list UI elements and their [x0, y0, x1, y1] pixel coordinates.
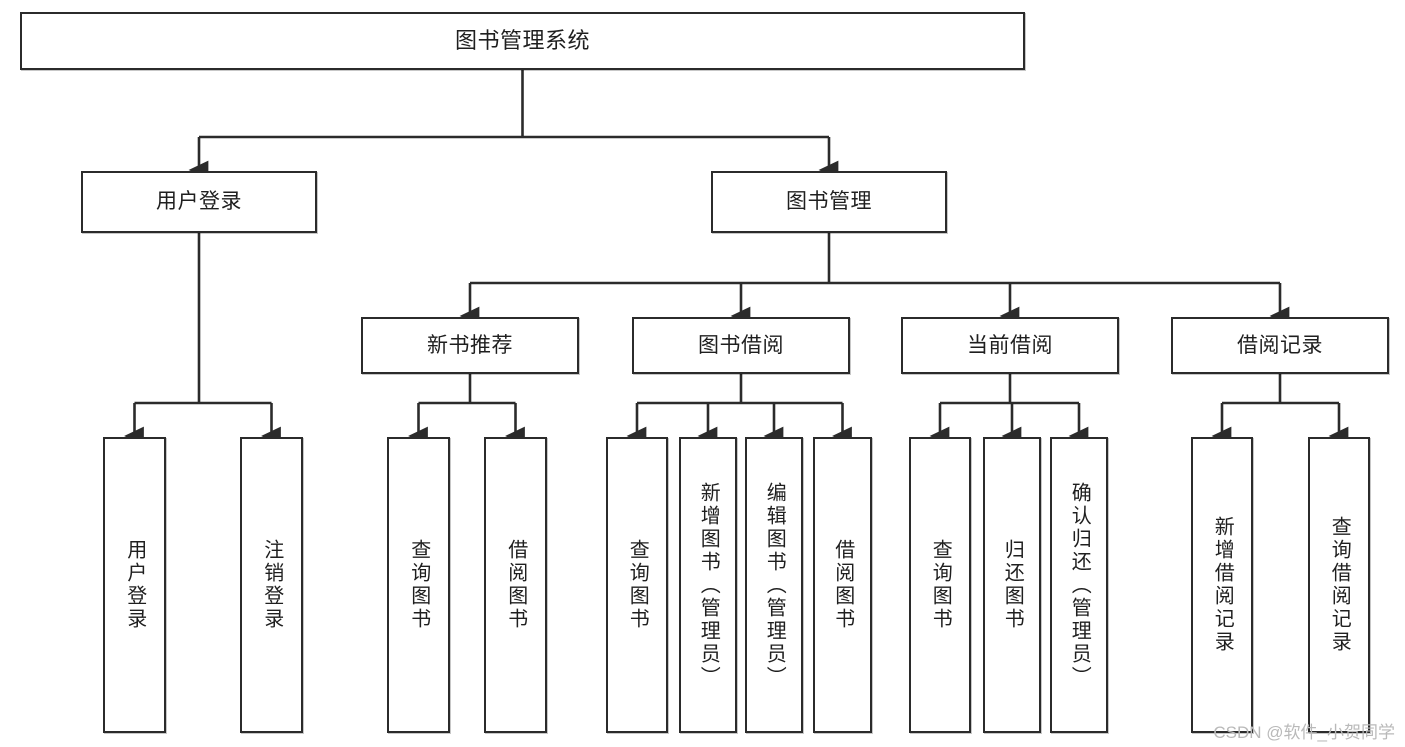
- node-label-leaf-query-book-2: 查询图书: [626, 539, 649, 631]
- node-book-borrow[interactable]: 图书借阅: [632, 317, 850, 374]
- node-label-leaf-query-record: 查询借阅记录: [1328, 516, 1351, 654]
- node-user-login[interactable]: 用户登录: [81, 171, 317, 233]
- node-leaf-add-book[interactable]: 新增图书（管理员）: [679, 437, 737, 733]
- node-leaf-edit-book[interactable]: 编辑图书（管理员）: [745, 437, 803, 733]
- node-leaf-borrow-book-2[interactable]: 借阅图书: [813, 437, 872, 733]
- node-leaf-borrow-book-1[interactable]: 借阅图书: [484, 437, 547, 733]
- node-label-user-login: 用户登录: [156, 190, 242, 214]
- node-label-leaf-confirm-ret: 确认归还（管理员）: [1068, 481, 1091, 689]
- node-leaf-query-book-1[interactable]: 查询图书: [387, 437, 450, 733]
- node-label-leaf-edit-book: 编辑图书（管理员）: [763, 481, 786, 689]
- node-label-leaf-query-book-3: 查询图书: [929, 539, 952, 631]
- node-label-leaf-borrow-book-1: 借阅图书: [504, 539, 527, 631]
- node-label-leaf-add-book: 新增图书（管理员）: [697, 481, 720, 689]
- node-leaf-query-book-3[interactable]: 查询图书: [909, 437, 971, 733]
- csdn-watermark: CSDN @软件_小贺同学: [1213, 723, 1395, 742]
- node-label-current-borrow: 当前借阅: [967, 333, 1053, 357]
- node-leaf-query-record[interactable]: 查询借阅记录: [1308, 437, 1370, 733]
- node-leaf-user-logout[interactable]: 注销登录: [240, 437, 303, 733]
- node-label-leaf-add-record: 新增借阅记录: [1211, 516, 1234, 654]
- node-root[interactable]: 图书管理系统: [20, 12, 1025, 70]
- node-label-root: 图书管理系统: [454, 27, 590, 53]
- node-label-leaf-query-book-1: 查询图书: [407, 539, 430, 631]
- node-label-book-borrow: 图书借阅: [698, 333, 784, 357]
- node-leaf-return-book[interactable]: 归还图书: [983, 437, 1041, 733]
- node-label-leaf-user-logout: 注销登录: [260, 539, 283, 631]
- node-current-borrow[interactable]: 当前借阅: [901, 317, 1119, 374]
- node-leaf-query-book-2[interactable]: 查询图书: [606, 437, 668, 733]
- node-label-leaf-borrow-book-2: 借阅图书: [831, 539, 854, 631]
- node-label-book-manage: 图书管理: [786, 190, 872, 214]
- node-label-borrow-records: 借阅记录: [1237, 333, 1323, 357]
- node-borrow-records[interactable]: 借阅记录: [1171, 317, 1389, 374]
- node-new-book-rec[interactable]: 新书推荐: [361, 317, 579, 374]
- node-label-leaf-return-book: 归还图书: [1001, 539, 1024, 631]
- node-label-leaf-user-login: 用户登录: [123, 539, 146, 631]
- node-leaf-confirm-ret[interactable]: 确认归还（管理员）: [1050, 437, 1108, 733]
- node-book-manage[interactable]: 图书管理: [711, 171, 947, 233]
- node-leaf-user-login[interactable]: 用户登录: [103, 437, 166, 733]
- node-label-new-book-rec: 新书推荐: [427, 333, 513, 357]
- node-leaf-add-record[interactable]: 新增借阅记录: [1191, 437, 1253, 733]
